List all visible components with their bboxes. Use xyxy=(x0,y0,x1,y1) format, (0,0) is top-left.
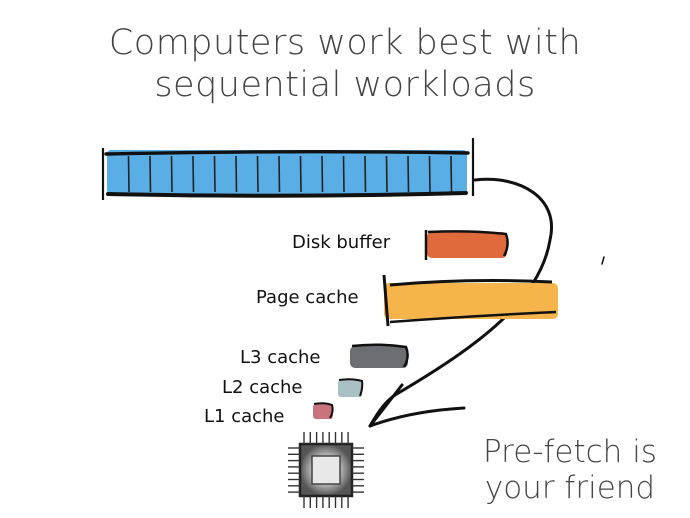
disk-block-divider xyxy=(192,155,195,193)
disk-block-divider xyxy=(321,155,324,193)
tagline: Pre-fetch is your friend xyxy=(470,434,670,506)
disk-block-divider xyxy=(428,155,431,193)
l2-cache-bar xyxy=(338,378,364,397)
disk-block-divider xyxy=(170,155,173,193)
disk-block-divider xyxy=(235,155,238,193)
l3-cache-label: L3 cache xyxy=(240,347,321,368)
disk-block-divider xyxy=(364,155,367,193)
disk-block-divider xyxy=(213,155,216,193)
disk-block-divider xyxy=(450,155,453,193)
disk-block-divider xyxy=(407,155,410,193)
l2-cache-label: L2 cache xyxy=(222,377,303,398)
page-cache-label: Page cache xyxy=(256,287,359,308)
slide-title: Computers work best with sequential work… xyxy=(0,22,690,106)
disk-block-divider xyxy=(127,155,130,193)
tagline-line-2: your friend xyxy=(484,470,656,506)
tagline-line-1: Pre-fetch is xyxy=(483,434,657,470)
disk-buffer-bar xyxy=(424,230,509,260)
cpu-chip-icon xyxy=(288,432,364,508)
title-line-1: Computers work best with xyxy=(108,23,582,63)
disk-block-divider xyxy=(299,155,302,193)
disk-block-divider xyxy=(256,155,259,193)
disk-stream-icon xyxy=(101,138,475,200)
disk-block-divider xyxy=(385,155,388,193)
l1-cache-bar xyxy=(313,402,334,419)
disk-block-divider xyxy=(278,155,281,193)
disk-stream-fill xyxy=(107,150,467,194)
disk-block-divider xyxy=(342,155,345,193)
page-cache-bar xyxy=(382,274,558,327)
title-line-2: sequential workloads xyxy=(154,65,536,105)
l1-cache-label: L1 cache xyxy=(204,406,285,427)
disk-block-divider xyxy=(149,155,152,193)
l3-cache-bar xyxy=(350,343,409,368)
disk-buffer-label: Disk buffer xyxy=(292,232,391,253)
